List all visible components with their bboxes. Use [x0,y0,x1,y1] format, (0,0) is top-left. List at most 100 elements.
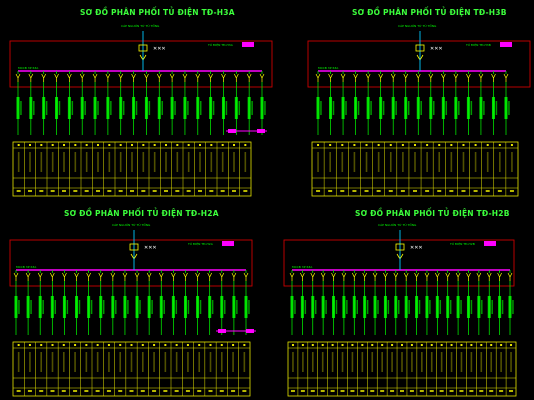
p2-cell-mark-top-7 [96,344,99,346]
p3-feeder-12-breaker [403,272,409,281]
p2-cell-mark-top-4 [62,344,65,346]
p1-cell-mark-mid-16 [511,152,513,172]
p2-cell-mark-top-5 [74,344,77,346]
p1-cell-mark-bottom-16 [509,190,514,192]
p3-cell-mark-mid-1 [302,352,304,372]
p3-feeder-3-breaker [310,272,316,281]
p1-feeder-5-breaker [365,73,371,82]
p1-board-label-bus: MCCB 3P 63A [318,66,339,70]
panel-title-h2b: SƠ ĐỒ PHÂN PHỐI TỦ ĐIỆN TĐ-H2B [355,209,510,218]
p2-cell-mark-top-15 [186,344,189,346]
p0-cell-mark-bottom-11 [141,190,146,192]
p3-feeder-5-cable-spec-2 [335,300,338,314]
p2-cell-mark-top-18 [220,344,223,346]
p2-feeder-15-cable-spec-2 [187,300,190,314]
p2-feeder-14-cable-spec [171,296,175,318]
p0-cell-mark-top-11 [142,144,145,146]
p1-cell-mark-mid-9 [426,152,428,172]
p2-feeder-13-breaker [158,272,164,281]
p2-cell-mark-mid-20 [243,352,246,372]
p2-cell-mark-top-14 [175,344,178,346]
p3-cell-mark-top-21 [500,344,503,346]
p1-cell-mark-top-2 [341,144,344,146]
p3-feeder-13-cable-spec-2 [418,300,421,314]
p3-feeder-10-breaker [383,272,388,281]
p0-cell-mark-mid-14 [176,152,179,172]
panel-title-h3a: SƠ ĐỒ PHÂN PHỐI TỦ ĐIỆN TĐ-H3A [80,8,235,17]
p1-feeder-4-cable-spec-2 [357,101,360,115]
p2-cell-mark-mid-15 [187,352,189,372]
p3-cell-mark-bottom-2 [310,390,315,392]
p3-feeder-11-cable-spec-2 [398,300,400,314]
p3-cell-mark-mid-9 [381,352,383,372]
p1-incoming-label: CÁP NGUỒN TỪ TỦ TỔNG [398,23,437,28]
p0-feeder-12-cable-spec-2 [161,101,163,115]
p1-cell-mark-mid-0 [317,152,319,172]
p3-cell-mark-bottom-15 [439,390,444,392]
p1-feeder-16-breaker [503,73,509,82]
p2-cell-mark-top-10 [130,344,133,346]
p2-cell-mark-bottom-3 [50,390,55,392]
p1-cell-mark-bottom-2 [340,190,345,192]
p0-cell-mark-mid-13 [165,152,167,172]
p0-feeder-14-cable-spec [183,97,187,119]
p3-feeder-7-cable-spec [352,296,356,318]
p1-feeder-12-cable-spec-2 [458,101,460,115]
p1-feeder-14-breaker [478,73,484,82]
p0-feeder-20-cable-spec [260,97,264,119]
p2-feeder-5-breaker [62,272,67,281]
p1-feeder-1-breaker [315,73,321,82]
p1-cell-mark-bottom-5 [376,190,381,192]
p0-feeder-20-cable-spec-2 [264,101,266,115]
p0-feeder-3-cable-spec-2 [45,101,48,115]
p2-cell-mark-bottom-5 [73,390,78,392]
p0-board-label-top: TỦ ĐIỆN TĐ-H3A [207,42,234,47]
p2-feeder-2-breaker [25,272,31,281]
p3-cell-mark-mid-5 [341,352,344,372]
p1-cell-mark-top-8 [414,144,416,146]
p2-cell-mark-mid-7 [96,352,99,372]
p2-feeder-9-cable-spec [111,296,115,318]
p0-cell-mark-bottom-17 [209,190,214,192]
p3-cell-mark-top-12 [410,344,413,346]
p2-cell-mark-top-8 [107,344,110,346]
p3-feeder-3-cable-spec-2 [314,300,317,314]
p1-cell-mark-mid-11 [450,152,453,172]
p0-cell-mark-mid-20 [244,152,247,172]
p2-feeder-5-cable-spec-2 [66,300,69,314]
p0-feeder-16-breaker [208,73,213,82]
p1-feeder-14-cable-spec-2 [483,101,485,115]
p0-feeder-6-cable-spec [80,97,84,119]
p0-cell-mark-top-17 [210,144,213,146]
p3-feeder-19-breaker [476,272,482,281]
p0-cell-mark-bottom-20 [243,190,248,192]
p2-feeder-8-cable-spec [99,296,103,318]
p1-cell-mark-top-9 [426,144,429,146]
p3-cell-mark-top-16 [450,344,453,346]
p2-feeder-11-cable-spec [135,296,139,318]
p3-cell-mark-mid-8 [371,352,374,372]
p2-cell-mark-mid-1 [29,352,31,372]
p3-cell-mark-mid-22 [510,352,512,372]
p2-cell-mark-bottom-0 [16,390,21,392]
p3-cell-mark-top-5 [341,344,344,346]
p0-feeder-4-cable-spec [55,97,59,119]
p0-feeder-13-cable-spec [170,97,174,119]
p1-board-tag [500,42,512,47]
p3-feeder-10-cable-spec-2 [387,300,390,314]
p3-feeder-21-cable-spec-2 [501,300,504,314]
p3-main-breaker [395,243,405,251]
p3-feeder-18-breaker [466,272,471,281]
p1-cell-mark-mid-5 [377,152,380,172]
p0-feeder-19-cable-spec [247,97,251,119]
p3-cell-mark-bottom-3 [320,390,325,392]
p0-feeder-12-cable-spec [157,97,161,119]
p0-feeder-18-cable-spec-2 [238,101,241,115]
p1-feeder-11-cable-spec [441,97,445,119]
p2-feeder-14-breaker [171,272,176,281]
p1-board-label-top: TỦ ĐIỆN TĐ-H3B [465,42,491,47]
p0-cell-mark-bottom-6 [84,190,89,192]
p0-feeder-19-cable-spec-2 [251,101,253,115]
p0-feeder-17-cable-spec-2 [225,101,228,115]
p1-cell-mark-mid-3 [353,152,356,172]
